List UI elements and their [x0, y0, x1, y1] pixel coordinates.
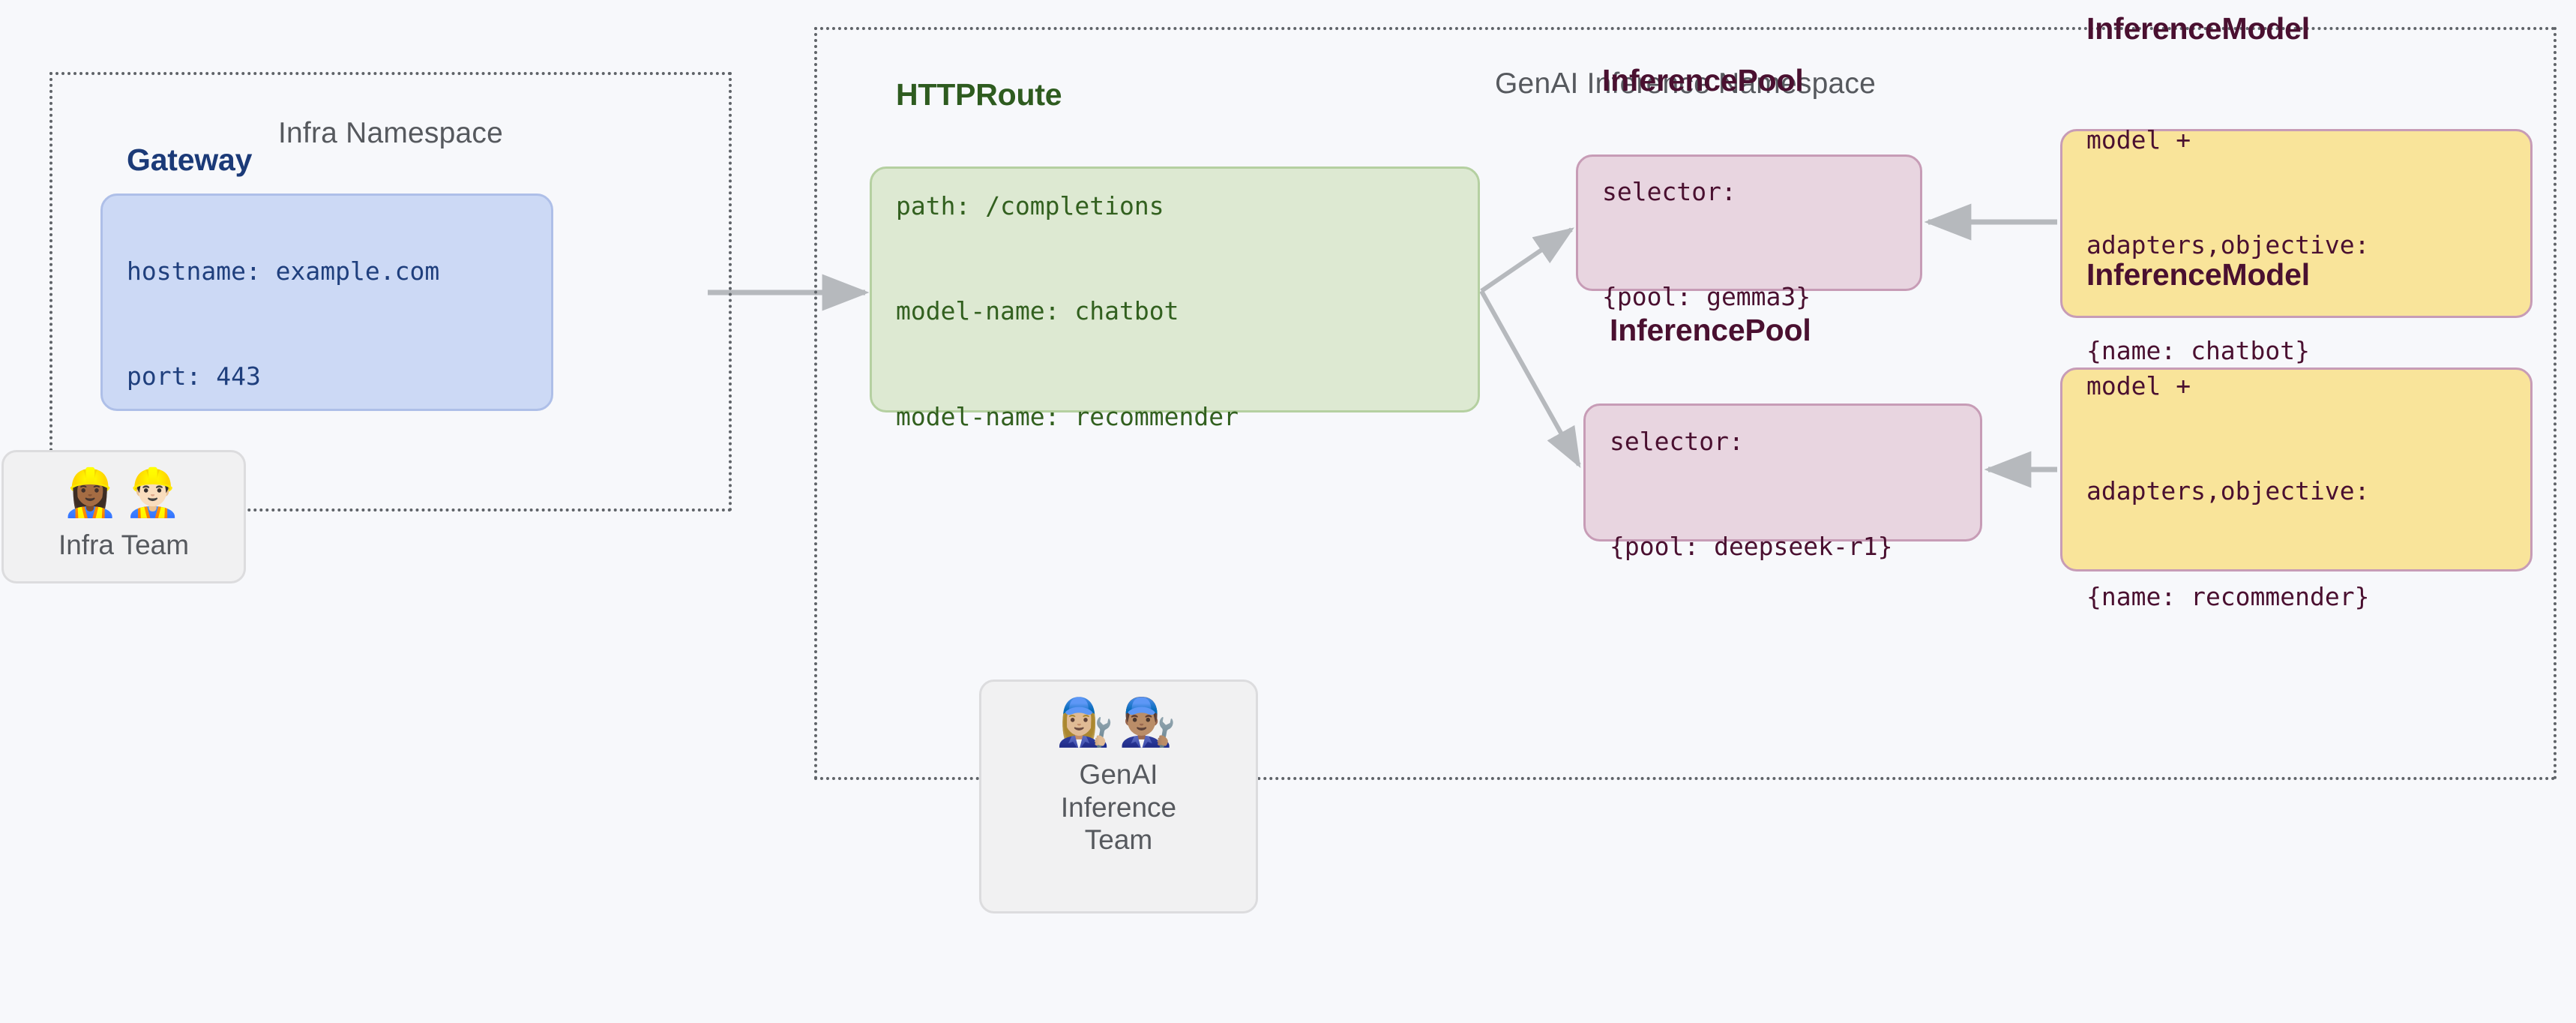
inferencepool-deepseek-node[interactable]: InferencePool selector: {pool: deepseek-… — [1583, 313, 1982, 561]
genai-namespace-boundary: GenAI Inference Namespace — [814, 27, 2557, 780]
httproute-node[interactable]: HTTPRoute path: /completions model-name:… — [870, 77, 1480, 431]
inferencemodel-recommender-body: model + adapters,objective: {name: recom… — [2086, 298, 2508, 685]
inferencemodel-chatbot-adapters-line: adapters,objective: — [2086, 230, 2370, 260]
httproute-node-title: HTTPRoute — [896, 76, 1062, 112]
infra-namespace-title: Infra Namespace — [278, 117, 503, 149]
inferencemodel-recommender-node[interactable]: InferenceModel model + adapters,objectiv… — [2060, 257, 2533, 611]
inferencepool-gemma3-selector-label: selector: — [1602, 176, 1736, 206]
gateway-node-title: Gateway — [127, 142, 253, 178]
gateway-node[interactable]: Gateway hostname: example.com port: 443 — [100, 142, 553, 411]
httproute-model-name-recommender-line: model-name: recommender — [896, 401, 1239, 431]
genai-inference-team-badge[interactable]: 👩🏼‍🔧👨🏽‍🔧 GenAI Inference Team — [979, 680, 1258, 914]
httproute-node-body: path: /completions model-name: chatbot m… — [896, 118, 1455, 505]
inferencemodel-recommender-name-line: {name: recommender} — [2086, 581, 2370, 611]
inferencemodel-chatbot-name-line: {name: chatbot} — [2086, 335, 2311, 365]
infra-team-badge[interactable]: 👷🏾‍♀️👷🏻‍♂️ Infra Team — [1, 450, 246, 584]
mechanic-icon: 👩🏼‍🔧👨🏽‍🔧 — [1056, 697, 1182, 748]
inferencemodel-recommender-model-line: model + — [2086, 370, 2191, 400]
inferencemodel-chatbot-model-line: model + — [2086, 124, 2191, 154]
infra-team-label: Infra Team — [58, 530, 190, 560]
inferencepool-deepseek-body: selector: {pool: deepseek-r1} — [1610, 354, 1957, 635]
gateway-hostname-line: hostname: example.com — [127, 256, 440, 286]
inferencemodel-recommender-title: InferenceModel — [2086, 256, 2310, 292]
inferencemodel-chatbot-body: model + adapters,objective: {name: chatb… — [2086, 52, 2508, 439]
inferencepool-gemma3-selector-value: {pool: gemma3} — [1602, 282, 1811, 312]
construction-worker-icon: 👷🏾‍♀️👷🏻‍♂️ — [61, 467, 187, 519]
infra-namespace-boundary: Infra Namespace — [49, 72, 732, 512]
inferencepool-deepseek-selector-value: {pool: deepseek-r1} — [1610, 532, 1893, 562]
inferencepool-gemma3-node[interactable]: InferencePool selector: {pool: gemma3} — [1576, 63, 1922, 311]
inferencepool-deepseek-selector-label: selector: — [1610, 426, 1744, 456]
inferencemodel-chatbot-title: InferenceModel — [2086, 10, 2310, 46]
gateway-node-body: hostname: example.com port: 443 — [127, 184, 529, 465]
genai-inference-team-label: GenAI Inference Team — [1060, 759, 1177, 856]
httproute-model-name-chatbot-line: model-name: chatbot — [896, 296, 1179, 326]
inferencepool-gemma3-title: InferencePool — [1602, 63, 1804, 98]
inferencemodel-recommender-adapters-line: adapters,objective: — [2086, 476, 2370, 506]
httproute-path-line: path: /completions — [896, 190, 1164, 220]
inferencepool-gemma3-body: selector: {pool: gemma3} — [1602, 104, 1898, 386]
inferencepool-deepseek-title: InferencePool — [1610, 313, 1811, 348]
gateway-port-line: port: 443 — [127, 362, 261, 392]
inferencemodel-chatbot-node[interactable]: InferenceModel model + adapters,objectiv… — [2060, 11, 2533, 365]
genai-namespace-title: GenAI Inference Namespace — [1495, 68, 1876, 100]
